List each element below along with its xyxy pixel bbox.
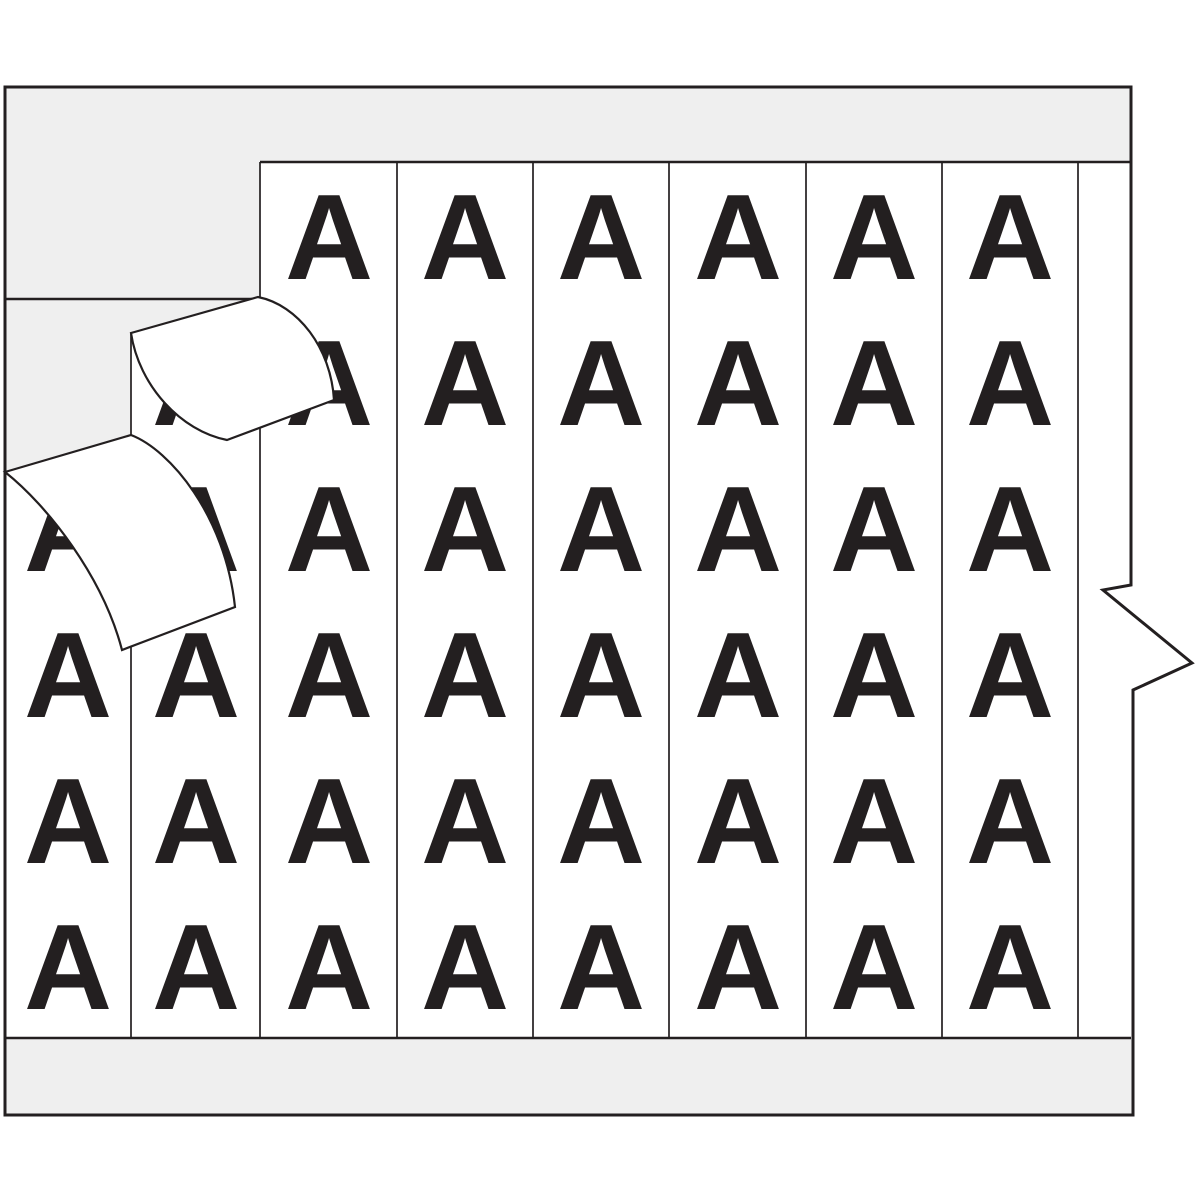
peeled-label-lower	[2, 433, 237, 652]
label-letter: A	[966, 753, 1054, 889]
label-letter: A	[557, 169, 645, 305]
label-letter: A	[285, 607, 373, 743]
label-letter: A	[557, 899, 645, 1035]
label-letter: A	[285, 753, 373, 889]
label-letter: A	[966, 169, 1054, 305]
label-letter: A	[557, 607, 645, 743]
label-letter: A	[421, 899, 509, 1035]
label-letter: A	[285, 169, 373, 305]
label-letter: A	[694, 169, 782, 305]
label-letter: A	[557, 315, 645, 451]
label-letter: A	[830, 461, 918, 597]
label-letter: A	[966, 315, 1054, 451]
label-letter: A	[966, 607, 1054, 743]
label-letter: A	[966, 461, 1054, 597]
label-letter: A	[152, 899, 240, 1035]
label-letter: A	[694, 899, 782, 1035]
label-letter: A	[694, 315, 782, 451]
label-letter: A	[24, 899, 112, 1035]
label-letter: A	[421, 753, 509, 889]
label-letter: A	[830, 753, 918, 889]
label-letter: A	[830, 607, 918, 743]
label-letter: A	[285, 899, 373, 1035]
label-letter: A	[421, 607, 509, 743]
label-letter: A	[830, 899, 918, 1035]
peeled-label-upper	[129, 295, 336, 442]
label-strip-right-narrow	[1078, 162, 1192, 1038]
label-letter: A	[285, 461, 373, 597]
label-letter: A	[557, 753, 645, 889]
label-letter: A	[557, 461, 645, 597]
label-letter: A	[966, 899, 1054, 1035]
label-letter: A	[421, 461, 509, 597]
label-letter: A	[694, 607, 782, 743]
card-outline	[3, 85, 1195, 1117]
label-letter: A	[421, 169, 509, 305]
label-letter: A	[830, 315, 918, 451]
label-letter: A	[421, 315, 509, 451]
label-letter: A	[24, 607, 112, 743]
label-letter: A	[152, 753, 240, 889]
label-letter: A	[694, 461, 782, 597]
label-letter: A	[694, 753, 782, 889]
label-letter: A	[830, 169, 918, 305]
label-letter: A	[24, 753, 112, 889]
